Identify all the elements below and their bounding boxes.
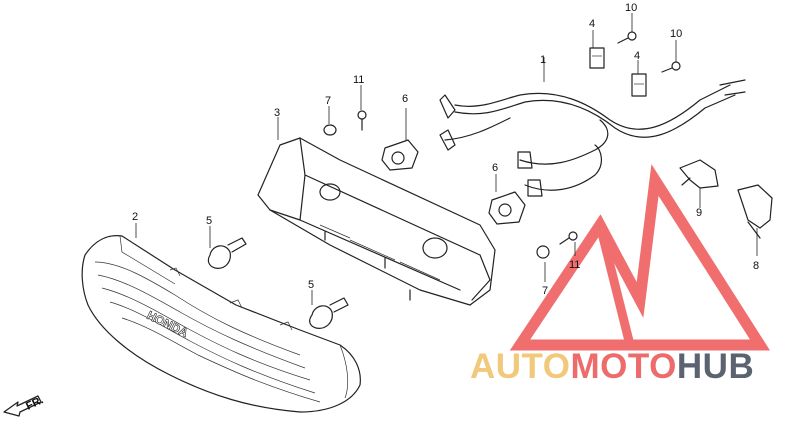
watermark-text: AUTOMOTOHUB — [470, 347, 754, 386]
part-number-9: 9 — [696, 207, 702, 219]
part-number-5a: 5 — [206, 215, 212, 227]
part-number-5b: 5 — [308, 279, 314, 291]
front-direction-arrow: FR. — [3, 394, 45, 417]
socket-part-6a — [381, 139, 419, 171]
part-number-8: 8 — [753, 260, 759, 272]
part-number-4b: 4 — [634, 50, 640, 62]
part-number-4a: 4 — [589, 18, 595, 30]
bulb-part-5a — [207, 237, 247, 269]
harness-part-1 — [439, 79, 746, 197]
clip-part-4b — [631, 73, 647, 97]
leader-lines — [135, 13, 758, 305]
watermark-logo — [509, 164, 771, 351]
screw-part-11a — [357, 110, 367, 131]
part-number-6b: 6 — [492, 162, 498, 174]
part-number-7b: 7 — [542, 285, 548, 297]
clip-part-4a — [589, 47, 605, 69]
watermark-moto: MOTO — [571, 347, 677, 386]
washer-part-7a — [323, 124, 337, 136]
part-number-6a: 6 — [402, 93, 408, 105]
housing-part-3 — [257, 137, 496, 306]
svg-text:AUTOMOTOHUB: AUTOMOTOHUB — [470, 347, 754, 386]
clamp-part-8 — [737, 184, 773, 239]
lens-part-2: HONDA — [81, 235, 361, 413]
part-number-10b: 10 — [670, 28, 682, 40]
screw-part-10b — [661, 61, 681, 73]
watermark-hub: HUB — [677, 347, 754, 386]
band-part-9 — [679, 159, 719, 189]
part-number-11b: 11 — [569, 259, 580, 271]
part-number-1: 1 — [540, 54, 546, 66]
screw-part-10a — [617, 31, 637, 44]
front-direction-label: FR. — [24, 394, 45, 412]
part-number-3: 3 — [274, 107, 280, 119]
part-number-7a: 7 — [325, 95, 331, 107]
part-number-2: 2 — [132, 211, 138, 223]
bulb-part-5b — [309, 297, 349, 329]
part-number-11a: 11 — [353, 74, 364, 86]
socket-part-6b — [488, 191, 526, 225]
watermark-auto: AUTO — [470, 347, 571, 386]
part-number-10a: 10 — [625, 2, 637, 14]
washer-part-7b — [536, 245, 550, 259]
screw-part-11b — [559, 231, 578, 245]
